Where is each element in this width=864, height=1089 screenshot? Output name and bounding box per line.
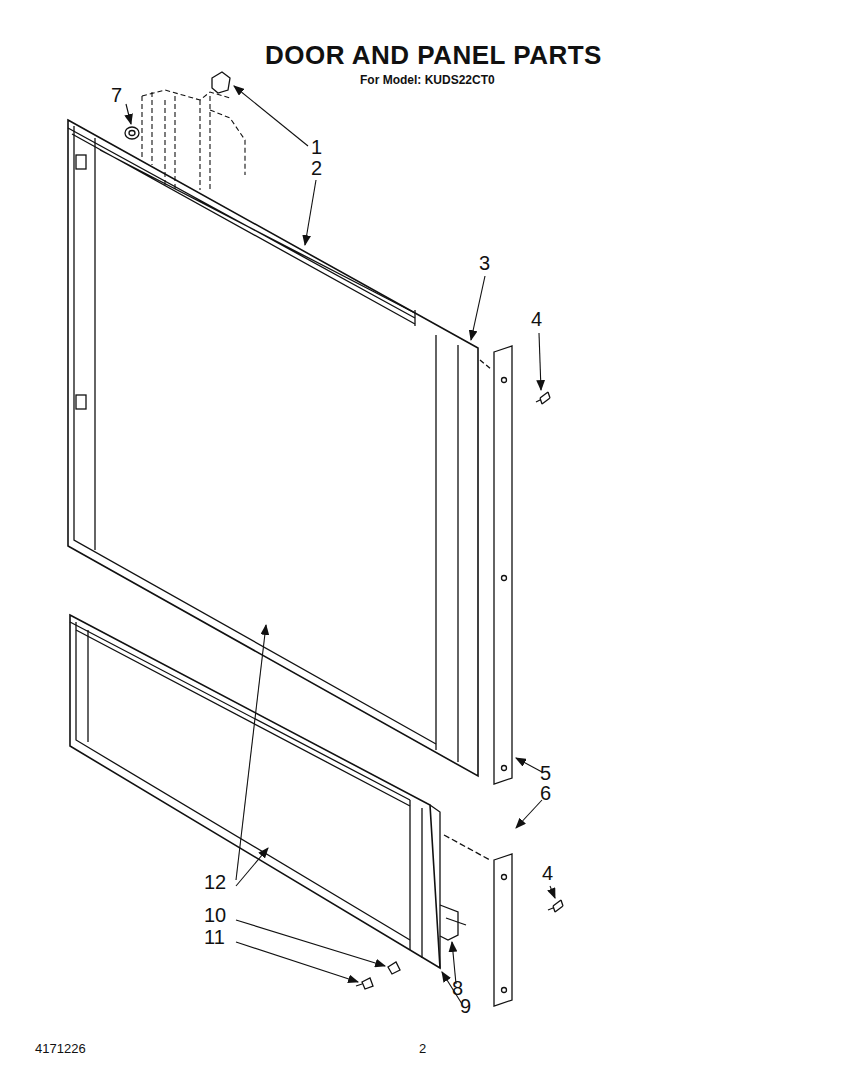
callout-number: 4: [542, 863, 553, 883]
callout-number: 6: [540, 783, 551, 803]
callout-number: 11: [204, 927, 225, 947]
callout-number: 10: [204, 905, 226, 925]
model-label: For Model: KUDS22CT0: [360, 74, 495, 86]
callout-number: 4: [531, 309, 542, 329]
callout-number: 7: [111, 85, 122, 105]
callout-number: 2: [311, 158, 322, 178]
document-number: 4171226: [35, 1042, 86, 1055]
callout-number: 1: [311, 137, 322, 157]
diagram-title: DOOR AND PANEL PARTS: [265, 42, 602, 68]
page-number: 2: [419, 1042, 426, 1055]
callout-number: 5: [540, 763, 551, 783]
callout-number: 8: [452, 978, 463, 998]
callout-number: 12: [204, 872, 226, 892]
callout-number: 3: [479, 253, 490, 273]
callout-number: 9: [460, 996, 471, 1016]
